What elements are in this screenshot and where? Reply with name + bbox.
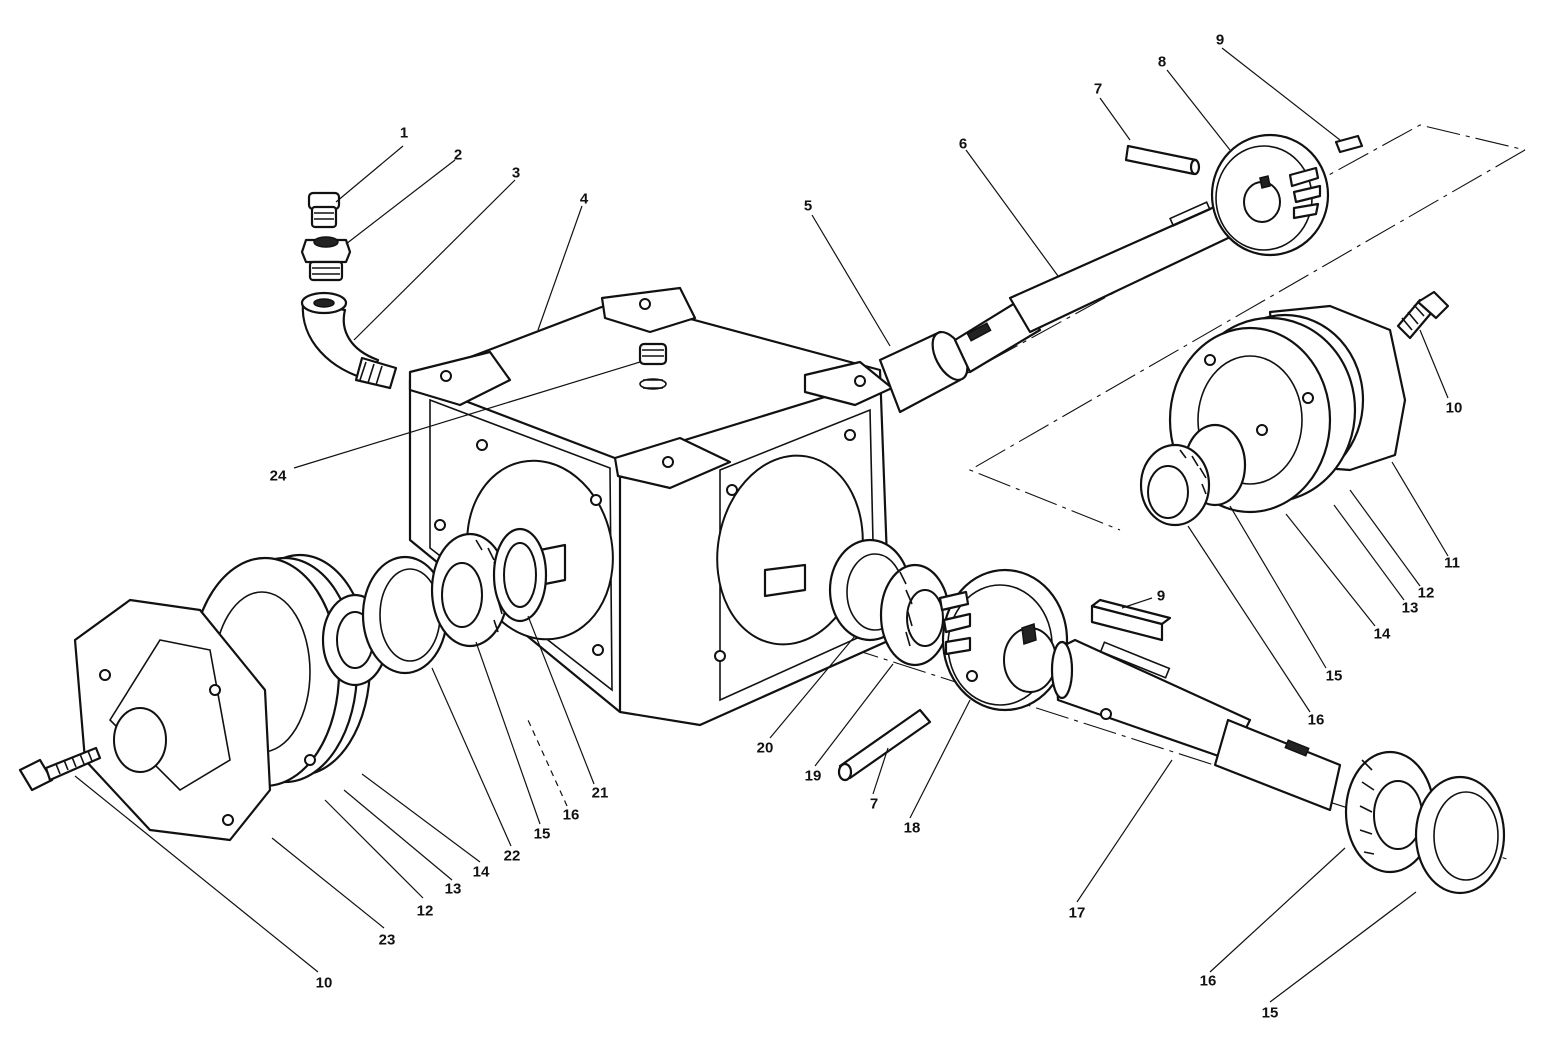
callout-18: 18 [903,819,921,837]
bearing-cup-part-15-lower [1414,775,1506,895]
callout-9-upper: 9 [1215,31,1225,49]
callout-12-right: 12 [1417,584,1435,602]
top-pad-left [408,350,512,407]
key-lower-part-9 [1090,598,1172,642]
callout-23: 23 [378,931,396,949]
plug-part-1 [307,191,341,229]
callout-6: 6 [958,135,968,153]
lower-right-bearing-stack [828,538,951,667]
callout-16-right: 16 [1307,711,1325,729]
callout-15-left: 15 [533,825,551,843]
roll-pin-lower-part-7 [837,708,932,782]
roll-pin-upper-part-7 [1124,144,1201,176]
callout-15-lower: 15 [1261,1004,1279,1022]
callout-4: 4 [579,190,589,208]
callout-7-lower: 7 [869,795,879,813]
callout-13-left: 13 [444,880,462,898]
bevel-gear-upper-part-8 [1210,133,1330,257]
bolt-right-part-10 [1396,290,1450,340]
top-pad-right [803,360,894,407]
street-elbow-part-3 [300,291,398,390]
end-cap-part-23 [73,598,272,842]
callout-21: 21 [591,784,609,802]
callout-7-upper: 7 [1093,80,1103,98]
callout-13-right: 13 [1401,599,1419,617]
pipe-plug-part-24 [638,342,668,390]
bevel-gear-lower-part-18 [938,568,1069,712]
callout-17: 17 [1068,904,1086,922]
callout-9-lower: 9 [1156,587,1166,605]
callout-14-right: 14 [1373,625,1391,643]
leader-lines [74,47,1449,1003]
upper-shaft-centerline [899,124,1526,411]
left-cover-assembly [73,553,372,842]
callout-16-left: 16 [562,806,580,824]
callout-16-lower: 16 [1199,972,1217,990]
callout-10-right: 10 [1445,399,1463,417]
callout-14-left: 14 [472,863,490,881]
callout-20: 20 [756,739,774,757]
callout-5: 5 [803,197,813,215]
shaft-part-6 [953,298,1042,374]
callout-12-left: 12 [416,902,434,920]
callout-11: 11 [1444,554,1460,572]
callout-1: 1 [399,124,409,142]
breather-fitting-assembly [300,191,398,390]
callout-10-left: 10 [315,974,333,992]
callout-19: 19 [804,767,822,785]
callout-3: 3 [511,164,521,182]
callout-22: 22 [503,847,521,865]
right-cover-centerline [968,149,1526,531]
hex-bushing-part-2 [300,236,352,282]
callout-15-right: 15 [1325,667,1343,685]
callout-8: 8 [1157,53,1167,71]
top-pad-rear [600,286,697,334]
key-upper-part-9 [1334,134,1364,154]
lower-shaft-part-17 [1050,638,1342,812]
bearing-right-upper [1139,423,1247,527]
callout-24: 24 [269,467,287,485]
bolt-left-part-10 [18,746,102,792]
bearing-lower-right [1344,750,1506,895]
callout-2: 2 [453,146,463,164]
left-bearing-stack [321,527,548,687]
